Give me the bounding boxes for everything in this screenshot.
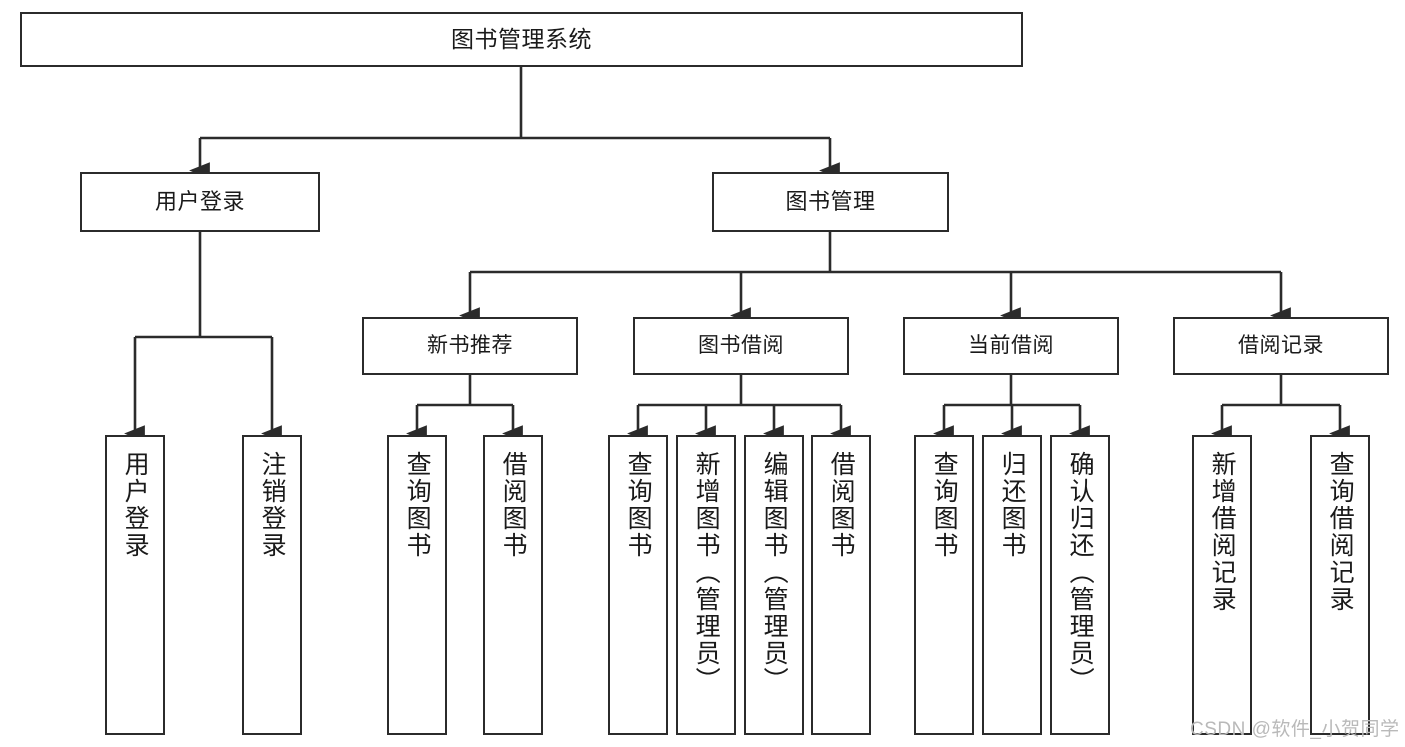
node-label: 新书推荐 <box>427 334 513 358</box>
node-borrow-record[interactable]: 借阅记录 <box>1173 317 1389 375</box>
connector-group <box>124 67 1350 442</box>
node-book-borrow[interactable]: 图书借阅 <box>633 317 849 375</box>
node-label: 用户登录 <box>154 189 245 215</box>
node-current-borrow[interactable]: 当前借阅 <box>903 317 1119 375</box>
node-book-manage[interactable]: 图书管理 <box>712 172 949 232</box>
node-label: 当前借阅 <box>968 334 1054 358</box>
node-label: 新增借阅记录 <box>1208 451 1237 613</box>
node-label: 用户登录 <box>121 451 150 559</box>
node-leaf-confirm-return[interactable]: 确认归还（管理员） <box>1050 435 1110 735</box>
node-leaf-query-record[interactable]: 查询借阅记录 <box>1310 435 1370 735</box>
node-leaf-user-login[interactable]: 用户登录 <box>105 435 165 735</box>
node-leaf-add-book[interactable]: 新增图书（管理员） <box>676 435 736 735</box>
node-label: 图书管理系统 <box>451 26 592 53</box>
node-label: 确认归还（管理员） <box>1066 451 1095 694</box>
node-label: 查询图书 <box>930 451 959 559</box>
node-label: 查询图书 <box>624 451 653 559</box>
node-leaf-return-book[interactable]: 归还图书 <box>982 435 1042 735</box>
node-leaf-borrow-book-2[interactable]: 借阅图书 <box>811 435 871 735</box>
node-leaf-query-book-2[interactable]: 查询图书 <box>608 435 668 735</box>
node-leaf-query-book-3[interactable]: 查询图书 <box>914 435 974 735</box>
node-label: 图书借阅 <box>698 334 784 358</box>
node-leaf-query-book-1[interactable]: 查询图书 <box>387 435 447 735</box>
node-leaf-user-logout[interactable]: 注销登录 <box>242 435 302 735</box>
node-label: 借阅图书 <box>499 451 528 559</box>
node-user-login[interactable]: 用户登录 <box>80 172 320 232</box>
node-leaf-add-record[interactable]: 新增借阅记录 <box>1192 435 1252 735</box>
node-new-book-rec[interactable]: 新书推荐 <box>362 317 578 375</box>
node-label: 查询借阅记录 <box>1326 451 1355 613</box>
node-label: 借阅图书 <box>827 451 856 559</box>
node-label: 注销登录 <box>258 451 287 559</box>
node-label: 借阅记录 <box>1238 334 1324 358</box>
node-root[interactable]: 图书管理系统 <box>20 12 1023 67</box>
node-label: 查询图书 <box>403 451 432 559</box>
node-label: 归还图书 <box>998 451 1027 559</box>
node-leaf-borrow-book-1[interactable]: 借阅图书 <box>483 435 543 735</box>
node-label: 编辑图书（管理员） <box>760 451 789 694</box>
node-label: 新增图书（管理员） <box>692 451 721 694</box>
node-leaf-edit-book[interactable]: 编辑图书（管理员） <box>744 435 804 735</box>
node-label: 图书管理 <box>785 189 876 215</box>
